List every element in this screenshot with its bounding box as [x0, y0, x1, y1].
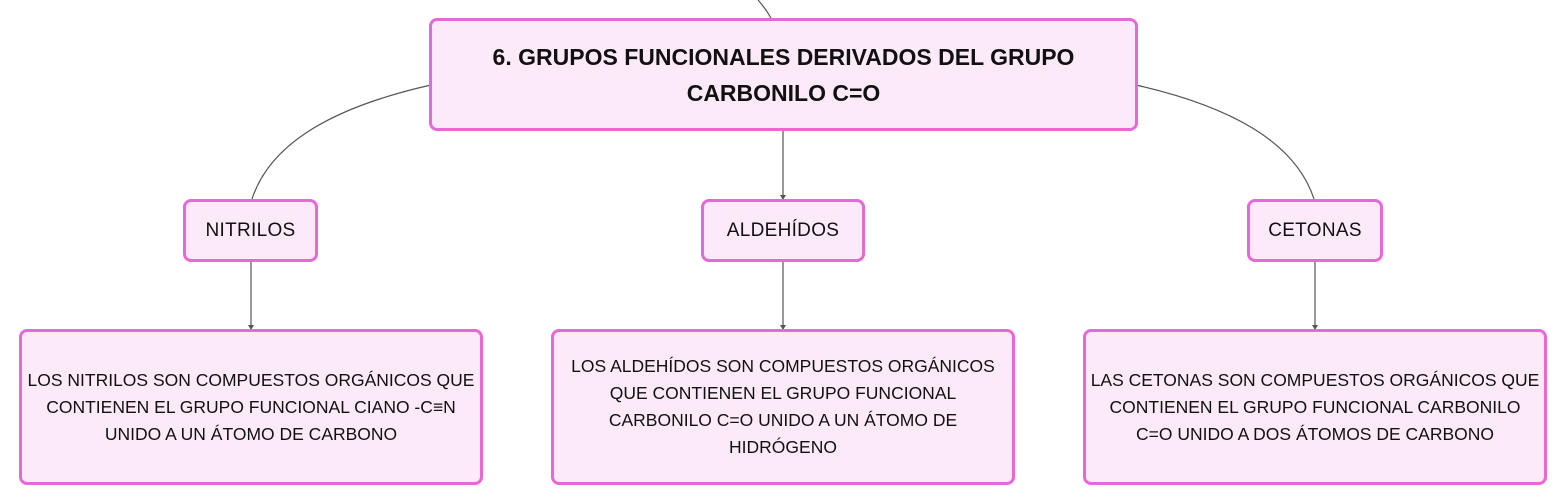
description-node-cetonas[interactable]: LAS CETONAS SON COMPUESTOS ORGÁNICOS QUE… [1083, 329, 1547, 485]
branch-label-nitrilos: NITRILOS [205, 219, 296, 241]
description-node-nitrilos[interactable]: LOS NITRILOS SON COMPUESTOS ORGÁNICOS QU… [19, 329, 483, 485]
connector-root-to-nitrilos [251, 84, 432, 200]
root-node[interactable]: 6. GRUPOS FUNCIONALES DERIVADOS DEL GRUP… [429, 18, 1138, 131]
branch-label-aldehidos: ALDEHÍDOS [726, 219, 840, 241]
branch-node-aldehidos[interactable]: ALDEHÍDOS [701, 199, 865, 262]
description-text-cetonas: LAS CETONAS SON COMPUESTOS ORGÁNICOS QUE… [1090, 369, 1540, 444]
description-node-aldehidos[interactable]: LOS ALDEHÍDOS SON COMPUESTOS ORGÁNICOS Q… [551, 329, 1015, 485]
arrowhead-aldehidos-desc [780, 325, 786, 330]
connector-parent-to-root [757, 0, 772, 19]
branch-label-cetonas: CETONAS [1268, 219, 1362, 241]
description-text-aldehidos: LOS ALDEHÍDOS SON COMPUESTOS ORGÁNICOS Q… [571, 356, 995, 457]
connector-root-to-cetonas [1135, 84, 1315, 200]
description-text-nitrilos: LOS NITRILOS SON COMPUESTOS ORGÁNICOS QU… [27, 369, 475, 444]
arrowhead-cetonas-desc [1312, 325, 1318, 330]
branch-node-nitrilos[interactable]: NITRILOS [183, 199, 318, 262]
arrowhead-aldehidos [780, 195, 786, 200]
branch-node-cetonas[interactable]: CETONAS [1247, 199, 1383, 262]
root-node-title: 6. GRUPOS FUNCIONALES DERIVADOS DEL GRUP… [492, 43, 1075, 106]
arrowhead-nitrilos-desc [248, 325, 254, 330]
